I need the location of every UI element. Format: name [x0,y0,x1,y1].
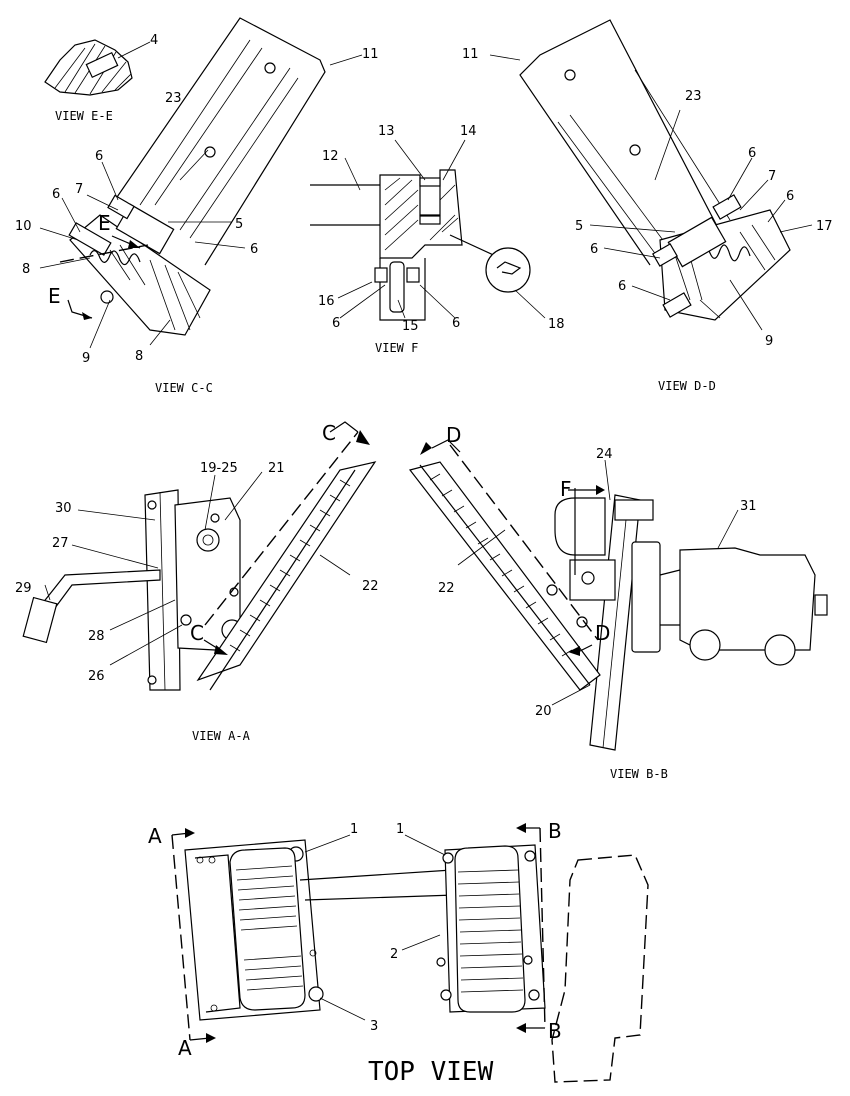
section-mark-c: C [190,621,204,645]
callout-5: 5 [575,219,583,234]
callout-6: 6 [590,242,598,257]
section-mark-f: F [560,477,572,501]
section-mark-d: D [595,621,610,645]
callout-4: 4 [150,33,158,48]
callout-1: 1 [396,822,404,837]
section-mark-a: A [148,824,162,848]
view-b-b-detail: D D F 24 31 22 20 VIEW B-B [408,423,828,781]
callout-16: 16 [318,294,335,309]
section-mark-c: C [322,421,336,445]
callout-8: 8 [135,349,143,364]
callout-6: 6 [332,316,340,331]
section-mark-e: E [98,211,111,235]
callout-11-right: 11 [462,47,479,62]
callout-19-25: 19-25 [200,461,238,476]
callout-22-left: 22 [362,579,379,594]
callout-6: 6 [618,279,626,294]
section-mark-b: B [548,819,562,843]
view-a-a-detail: C C 19-25 21 30 27 29 22 28 26 VIEW A-A [15,421,379,743]
callout-6: 6 [250,242,258,257]
callout-26: 26 [88,669,105,684]
callout-23-right: 23 [685,89,702,104]
callout-7: 7 [75,182,83,197]
view-f-detail: 12 13 14 16 6 15 6 18 VIEW F [310,124,565,355]
view-f-label: VIEW F [375,341,418,355]
callout-24: 24 [596,447,613,462]
callout-14: 14 [460,124,477,139]
callout-1: 1 [350,822,358,837]
section-mark-d: D [446,423,461,447]
callout-13: 13 [378,124,395,139]
callout-6: 6 [52,187,60,202]
callout-28: 28 [88,629,105,644]
section-mark-b: B [548,1019,562,1043]
callout-3: 3 [370,1019,378,1034]
view-b-b-label: VIEW B-B [610,767,668,781]
callout-31: 31 [740,499,757,514]
view-d-d-detail: 11 23 6 7 6 17 5 6 6 9 VIEW D-D [462,19,833,393]
view-c-c-detail: 11 23 6 7 6 10 8 5 6 9 8 E E VIEW C-C [15,17,379,395]
callout-22-right: 22 [438,581,455,596]
view-e-e-detail: 4 VIEW E-E [44,33,158,123]
callout-17: 17 [816,219,833,234]
callout-6: 6 [95,149,103,164]
section-mark-e: E [48,284,61,308]
callout-20: 20 [535,704,552,719]
top-view-label: TOP VIEW [368,1057,494,1087]
callout-21: 21 [268,461,285,476]
callout-30: 30 [55,501,72,516]
callout-27: 27 [52,536,69,551]
view-a-a-label: VIEW A-A [192,729,251,743]
callout-9: 9 [765,334,773,349]
callout-6: 6 [786,189,794,204]
section-mark-a: A [178,1036,192,1060]
callout-6: 6 [748,146,756,161]
callout-12: 12 [322,149,339,164]
view-e-e-label: VIEW E-E [55,109,113,123]
callout-9: 9 [82,351,90,366]
callout-18: 18 [548,317,565,332]
callout-6: 6 [452,316,460,331]
callout-5: 5 [235,217,243,232]
view-c-c-label: VIEW C-C [155,381,213,395]
callout-2: 2 [390,947,398,962]
top-view-detail: A A B B 1 1 2 3 TOP VIEW [148,819,649,1087]
callout-15: 15 [402,319,419,334]
callout-23-left: 23 [165,91,182,106]
callout-7: 7 [768,169,776,184]
view-d-d-label: VIEW D-D [658,379,716,393]
callout-10: 10 [15,219,32,234]
callout-29: 29 [15,581,32,596]
callout-11-left: 11 [362,47,379,62]
callout-8: 8 [22,262,30,277]
